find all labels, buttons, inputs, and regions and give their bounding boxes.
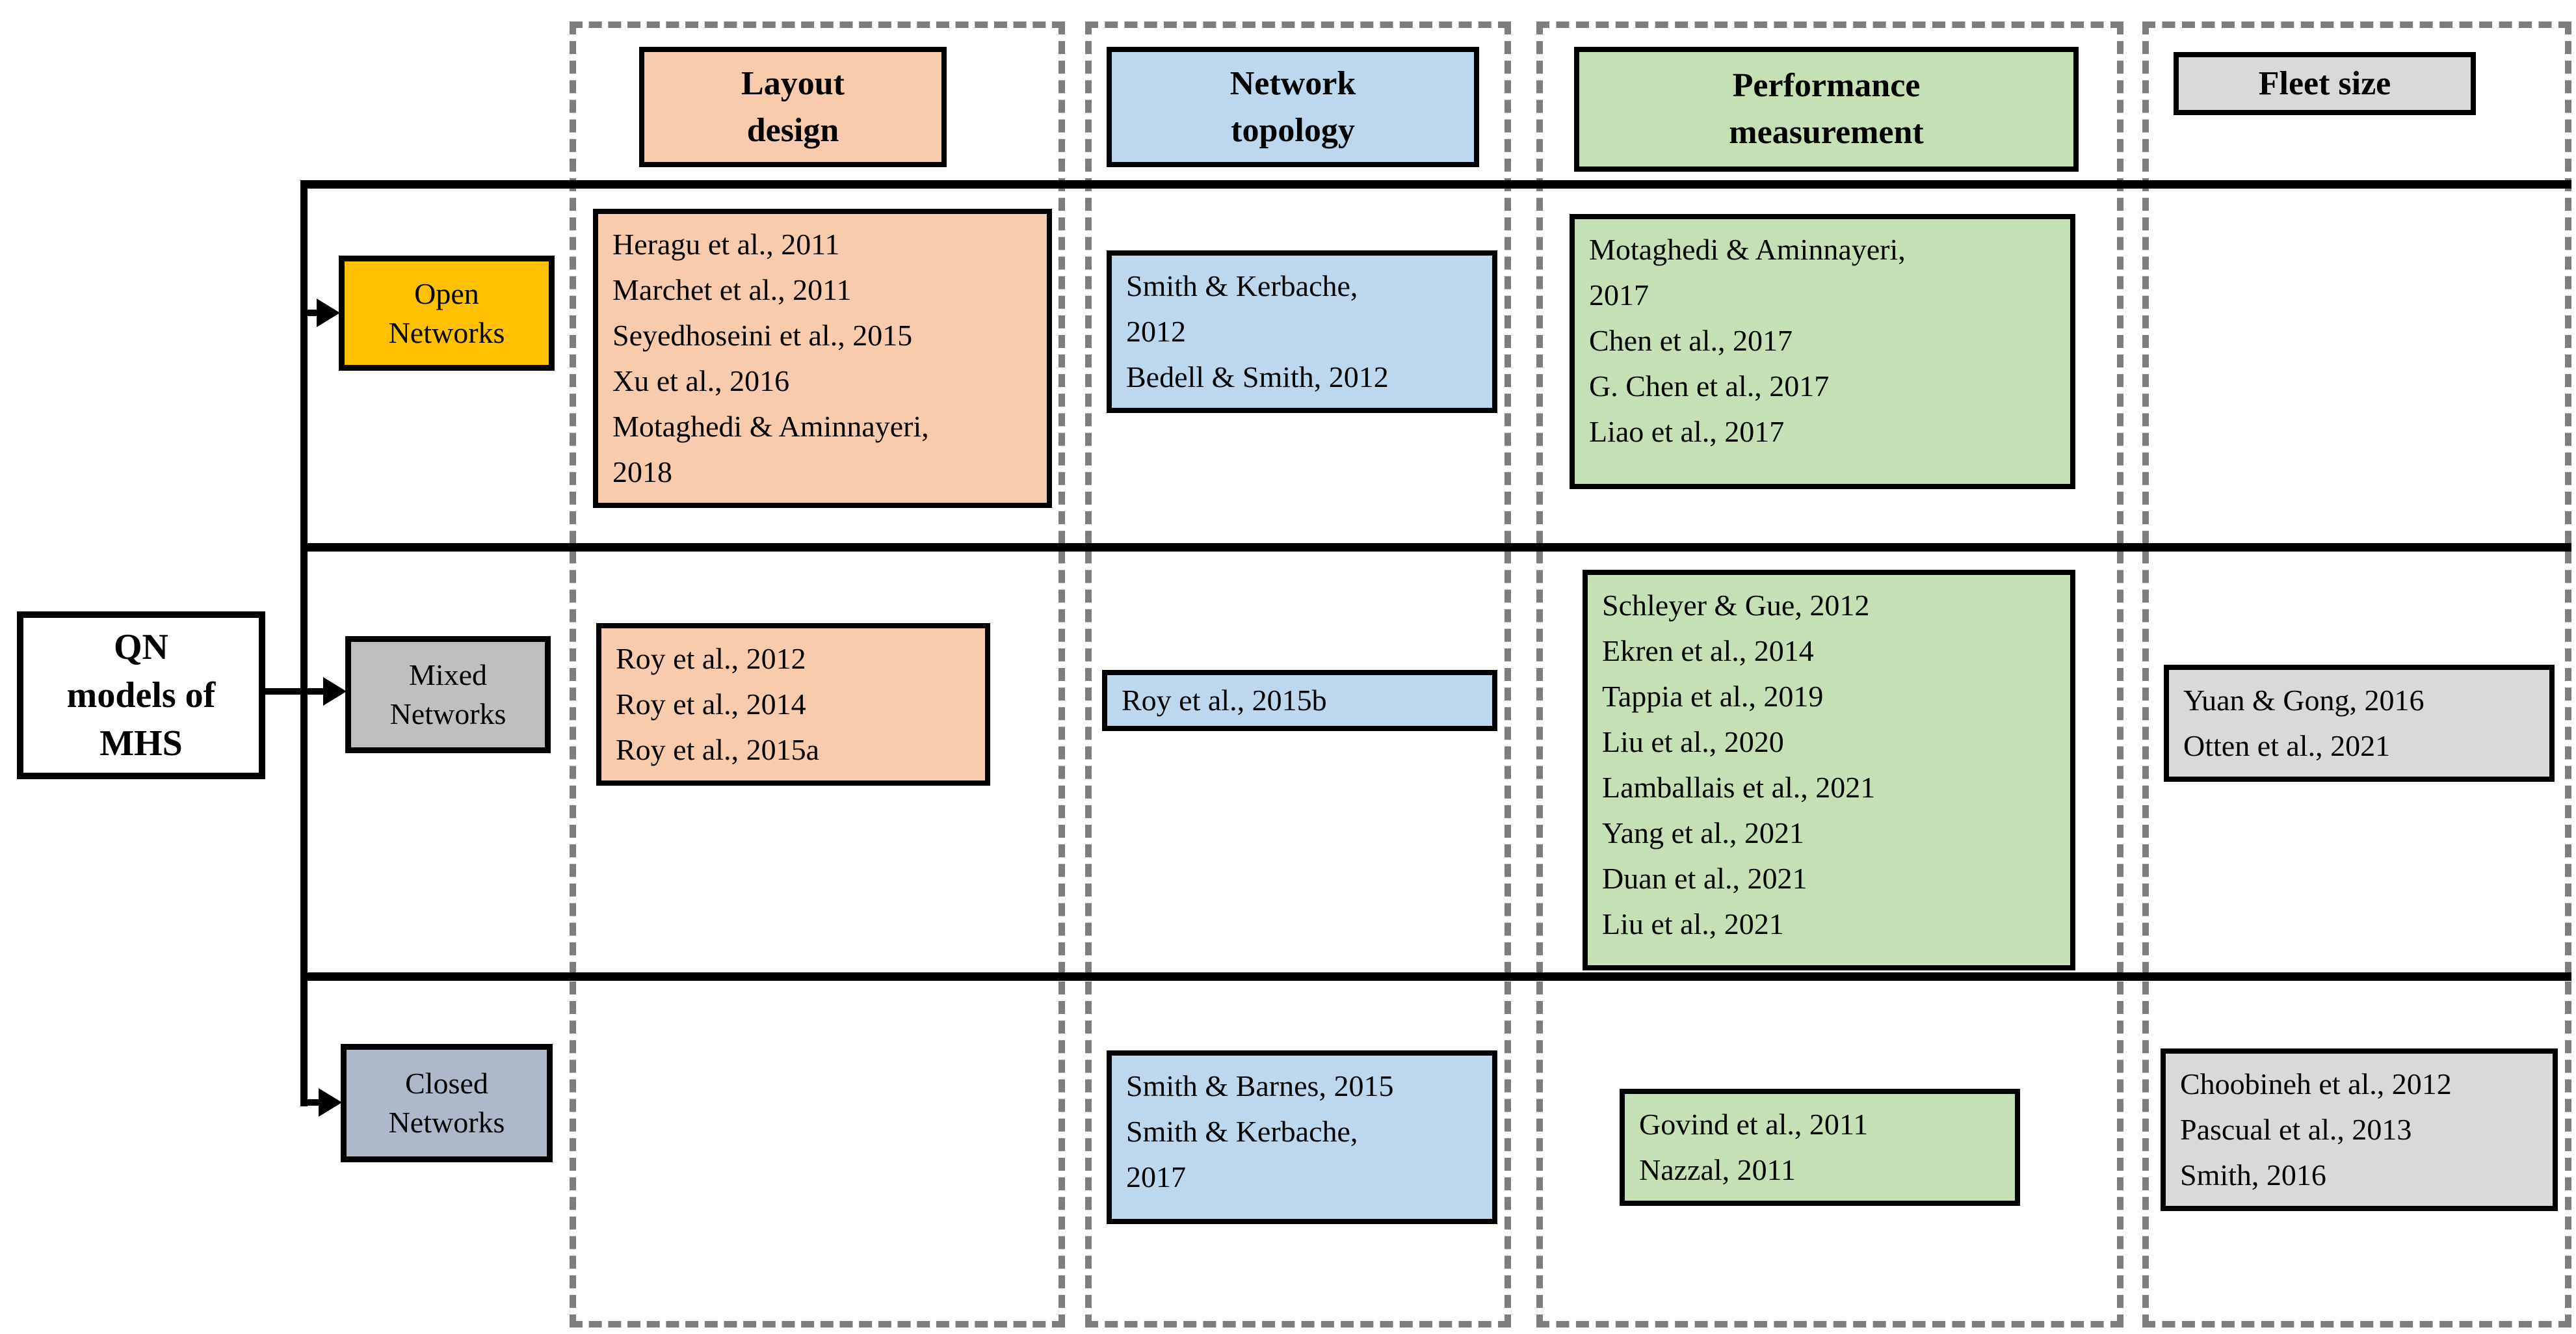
citation-item: Marchet et al., 2011	[612, 273, 852, 306]
citation-item: Nazzal, 2011	[1639, 1153, 1796, 1186]
cell-open-layout-design: Heragu et al., 2011 Marchet et al., 2011…	[593, 209, 1052, 508]
citation-item: Liu et al., 2020	[1602, 725, 1784, 758]
cell-mixed-layout-design: Roy et al., 2012 Roy et al., 2014 Roy et…	[596, 623, 990, 786]
row-label-mixed-networks: Mixed Networks	[345, 636, 551, 753]
citation-item: Lamballais et al., 2021	[1602, 771, 1876, 804]
citation-item: Smith & Barnes, 2015	[1126, 1069, 1394, 1102]
citation-item: Liao et al., 2017	[1589, 415, 1785, 448]
cell-open-performance-measurement: Motaghedi & Aminnayeri, 2017 Chen et al.…	[1570, 214, 2075, 489]
citation-item: Bedell & Smith, 2012	[1126, 360, 1389, 394]
citation-item: Smith & Kerbache, 2017	[1126, 1115, 1358, 1194]
row-separator-line-open-mixed	[300, 543, 2571, 552]
column-dashed-box-network-topology	[1085, 21, 1511, 1327]
citation-item: Liu et al., 2021	[1602, 907, 1784, 940]
column-dashed-box-layout-design	[570, 21, 1065, 1327]
citation-item: Motaghedi & Aminnayeri, 2018	[612, 410, 929, 488]
citation-item: Pascual et al., 2013	[2180, 1113, 2412, 1146]
cell-closed-fleet-size: Choobineh et al., 2012 Pascual et al., 2…	[2161, 1048, 2558, 1211]
connector-to-closed	[300, 1099, 322, 1106]
citation-item: Roy et al., 2015a	[616, 733, 819, 766]
citation-item: Smith & Kerbache, 2012	[1126, 269, 1358, 348]
cell-closed-performance-measurement: Govind et al., 2011 Nazzal, 2011	[1620, 1089, 2020, 1206]
arrowhead-open-icon	[317, 299, 340, 327]
cell-closed-network-topology: Smith & Barnes, 2015 Smith & Kerbache, 2…	[1107, 1050, 1497, 1224]
citation-item: Yang et al., 2021	[1602, 816, 1804, 849]
citation-item: Roy et al., 2015b	[1122, 684, 1327, 717]
row-separator-line-mixed-closed	[300, 972, 2571, 981]
column-header-performance-measurement: Performance measurement	[1574, 47, 2079, 172]
row-separator-line-top	[300, 180, 2571, 189]
citation-item: Roy et al., 2014	[616, 687, 806, 721]
citation-item: Choobineh et al., 2012	[2180, 1067, 2452, 1101]
column-header-layout-design: Layout design	[639, 47, 947, 167]
citation-item: Heragu et al., 2011	[612, 228, 840, 261]
cell-mixed-fleet-size: Yuan & Gong, 2016 Otten et al., 2021	[2164, 665, 2555, 782]
column-header-fleet-size: Fleet size	[2174, 52, 2476, 115]
citation-item: Smith, 2016	[2180, 1158, 2326, 1192]
cell-open-network-topology: Smith & Kerbache, 2012 Bedell & Smith, 2…	[1107, 250, 1497, 413]
column-dashed-box-fleet-size	[2142, 21, 2571, 1327]
citation-item: Roy et al., 2012	[616, 642, 806, 675]
citation-item: Govind et al., 2011	[1639, 1108, 1869, 1141]
citation-item: Motaghedi & Aminnayeri, 2017	[1589, 233, 1906, 312]
connector-to-open	[300, 310, 320, 316]
citation-item: Otten et al., 2021	[2183, 729, 2391, 762]
citation-item: Duan et al., 2021	[1602, 862, 1807, 895]
tree-spine-line	[300, 180, 308, 1106]
citation-item: G. Chen et al., 2017	[1589, 369, 1830, 403]
citation-item: Ekren et al., 2014	[1602, 634, 1814, 667]
column-header-network-topology: Network topology	[1107, 47, 1479, 167]
connector-root-to-mixed	[263, 688, 326, 695]
arrowhead-mixed-icon	[323, 677, 347, 706]
root-box-qn-models-of-mhs: QN models of MHS	[17, 611, 265, 779]
cell-mixed-network-topology: Roy et al., 2015b	[1102, 670, 1497, 731]
citation-item: Xu et al., 2016	[612, 364, 790, 397]
row-label-open-networks: Open Networks	[339, 256, 555, 371]
citation-item: Tappia et al., 2019	[1602, 680, 1824, 713]
column-dashed-box-performance-measurement	[1536, 21, 2123, 1327]
citation-item: Schleyer & Gue, 2012	[1602, 589, 1870, 622]
citation-item: Chen et al., 2017	[1589, 324, 1793, 357]
citation-item: Yuan & Gong, 2016	[2183, 684, 2425, 717]
citation-item: Seyedhoseini et al., 2015	[612, 319, 913, 352]
arrowhead-closed-icon	[319, 1088, 342, 1117]
row-label-closed-networks: Closed Networks	[341, 1044, 553, 1162]
cell-mixed-performance-measurement: Schleyer & Gue, 2012 Ekren et al., 2014 …	[1583, 570, 2075, 970]
